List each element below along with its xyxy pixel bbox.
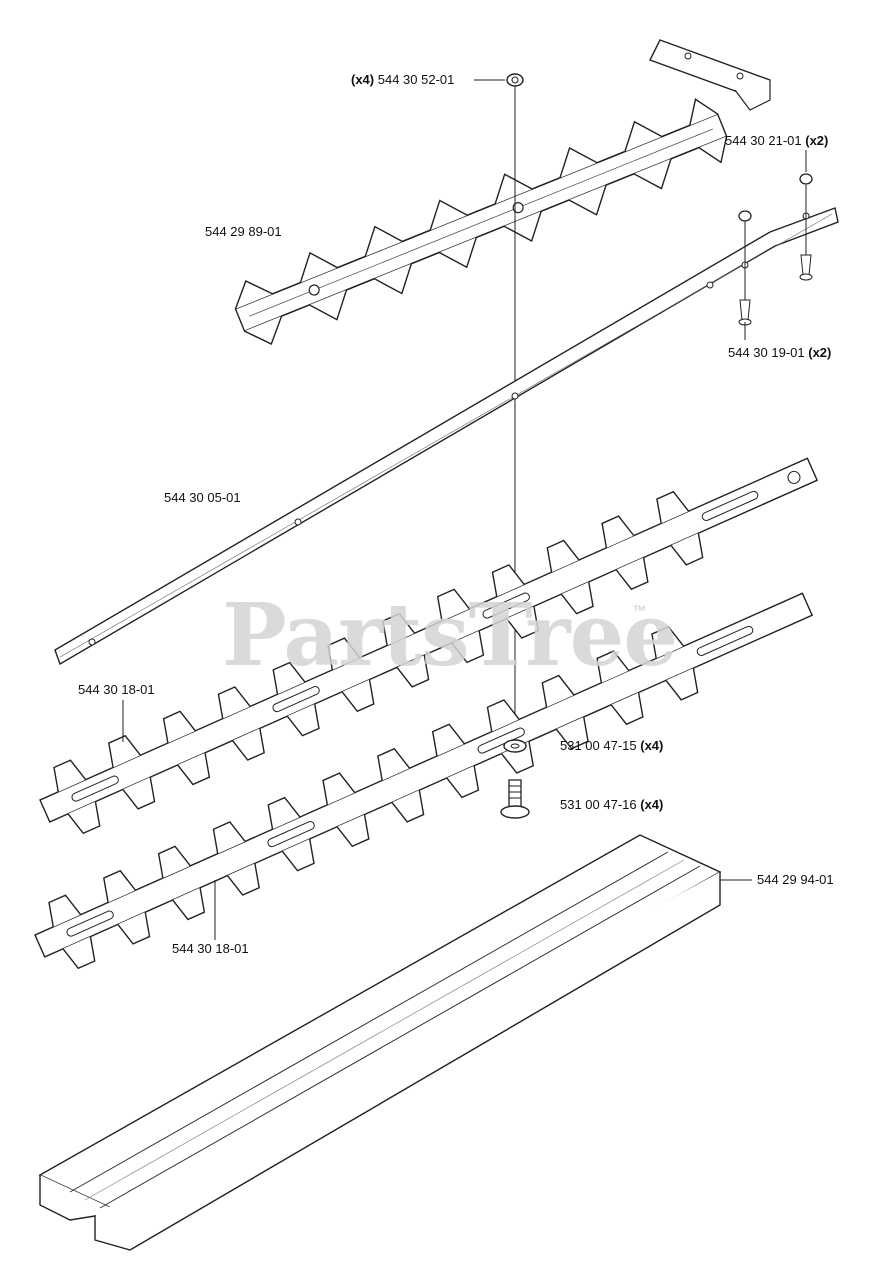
cutter-blade-a-part xyxy=(39,457,819,835)
callout-blade-b-part: 544 30 18-01 xyxy=(172,941,249,956)
callout-upper-blade: 544 29 89-01 xyxy=(205,224,282,240)
callout-screw-right-part: 544 30 19-01 xyxy=(728,345,805,360)
bolt-part xyxy=(500,779,530,819)
callout-nut-top-qty: (x4) xyxy=(351,72,375,87)
callout-blade-b: 544 30 18-01 xyxy=(172,941,249,957)
callout-bolt-qty: (x4) xyxy=(640,797,664,812)
callout-bolt-part: 531 00 47-16 xyxy=(560,797,637,812)
callout-nut-right: 544 30 21-01 (x2) xyxy=(725,133,828,149)
upper-blade-part xyxy=(234,98,728,345)
watermark-text: PartsTree xyxy=(222,585,678,686)
callout-guide-bar: 544 30 05-01 xyxy=(164,490,241,506)
leader-lines xyxy=(122,79,807,940)
callout-washer-qty: (x4) xyxy=(640,738,664,753)
callout-blade-guard: 544 29 94-01 xyxy=(757,872,834,888)
callout-washer: 531 00 47-15 (x4) xyxy=(560,738,663,754)
screws-right-part xyxy=(738,173,813,326)
callout-nut-right-qty: (x2) xyxy=(805,133,829,148)
washer-part xyxy=(503,739,527,753)
callout-screw-right: 544 30 19-01 (x2) xyxy=(728,345,831,361)
callout-blade-a: 544 30 18-01 xyxy=(78,682,155,698)
callout-nut-right-part: 544 30 21-01 xyxy=(725,133,802,148)
callout-blade-guard-part: 544 29 94-01 xyxy=(757,872,834,887)
callout-screw-right-qty: (x2) xyxy=(808,345,832,360)
guide-bar-part xyxy=(54,207,839,666)
callout-upper-blade-part: 544 29 89-01 xyxy=(205,224,282,239)
callout-guide-bar-part: 544 30 05-01 xyxy=(164,490,241,505)
watermark-trademark: ™ xyxy=(632,602,646,618)
blade-mount-bracket xyxy=(649,39,771,111)
nut-top-part xyxy=(506,73,524,87)
callout-nut-top: (x4) 544 30 52-01 xyxy=(351,72,454,88)
blade-guard-part xyxy=(38,834,722,1251)
cutter-blade-b-part xyxy=(34,592,814,970)
callout-bolt: 531 00 47-16 (x4) xyxy=(560,797,663,813)
callout-nut-top-part: 544 30 52-01 xyxy=(377,72,455,87)
callout-washer-part: 531 00 47-15 xyxy=(560,738,637,753)
callout-blade-a-part: 544 30 18-01 xyxy=(78,682,155,697)
